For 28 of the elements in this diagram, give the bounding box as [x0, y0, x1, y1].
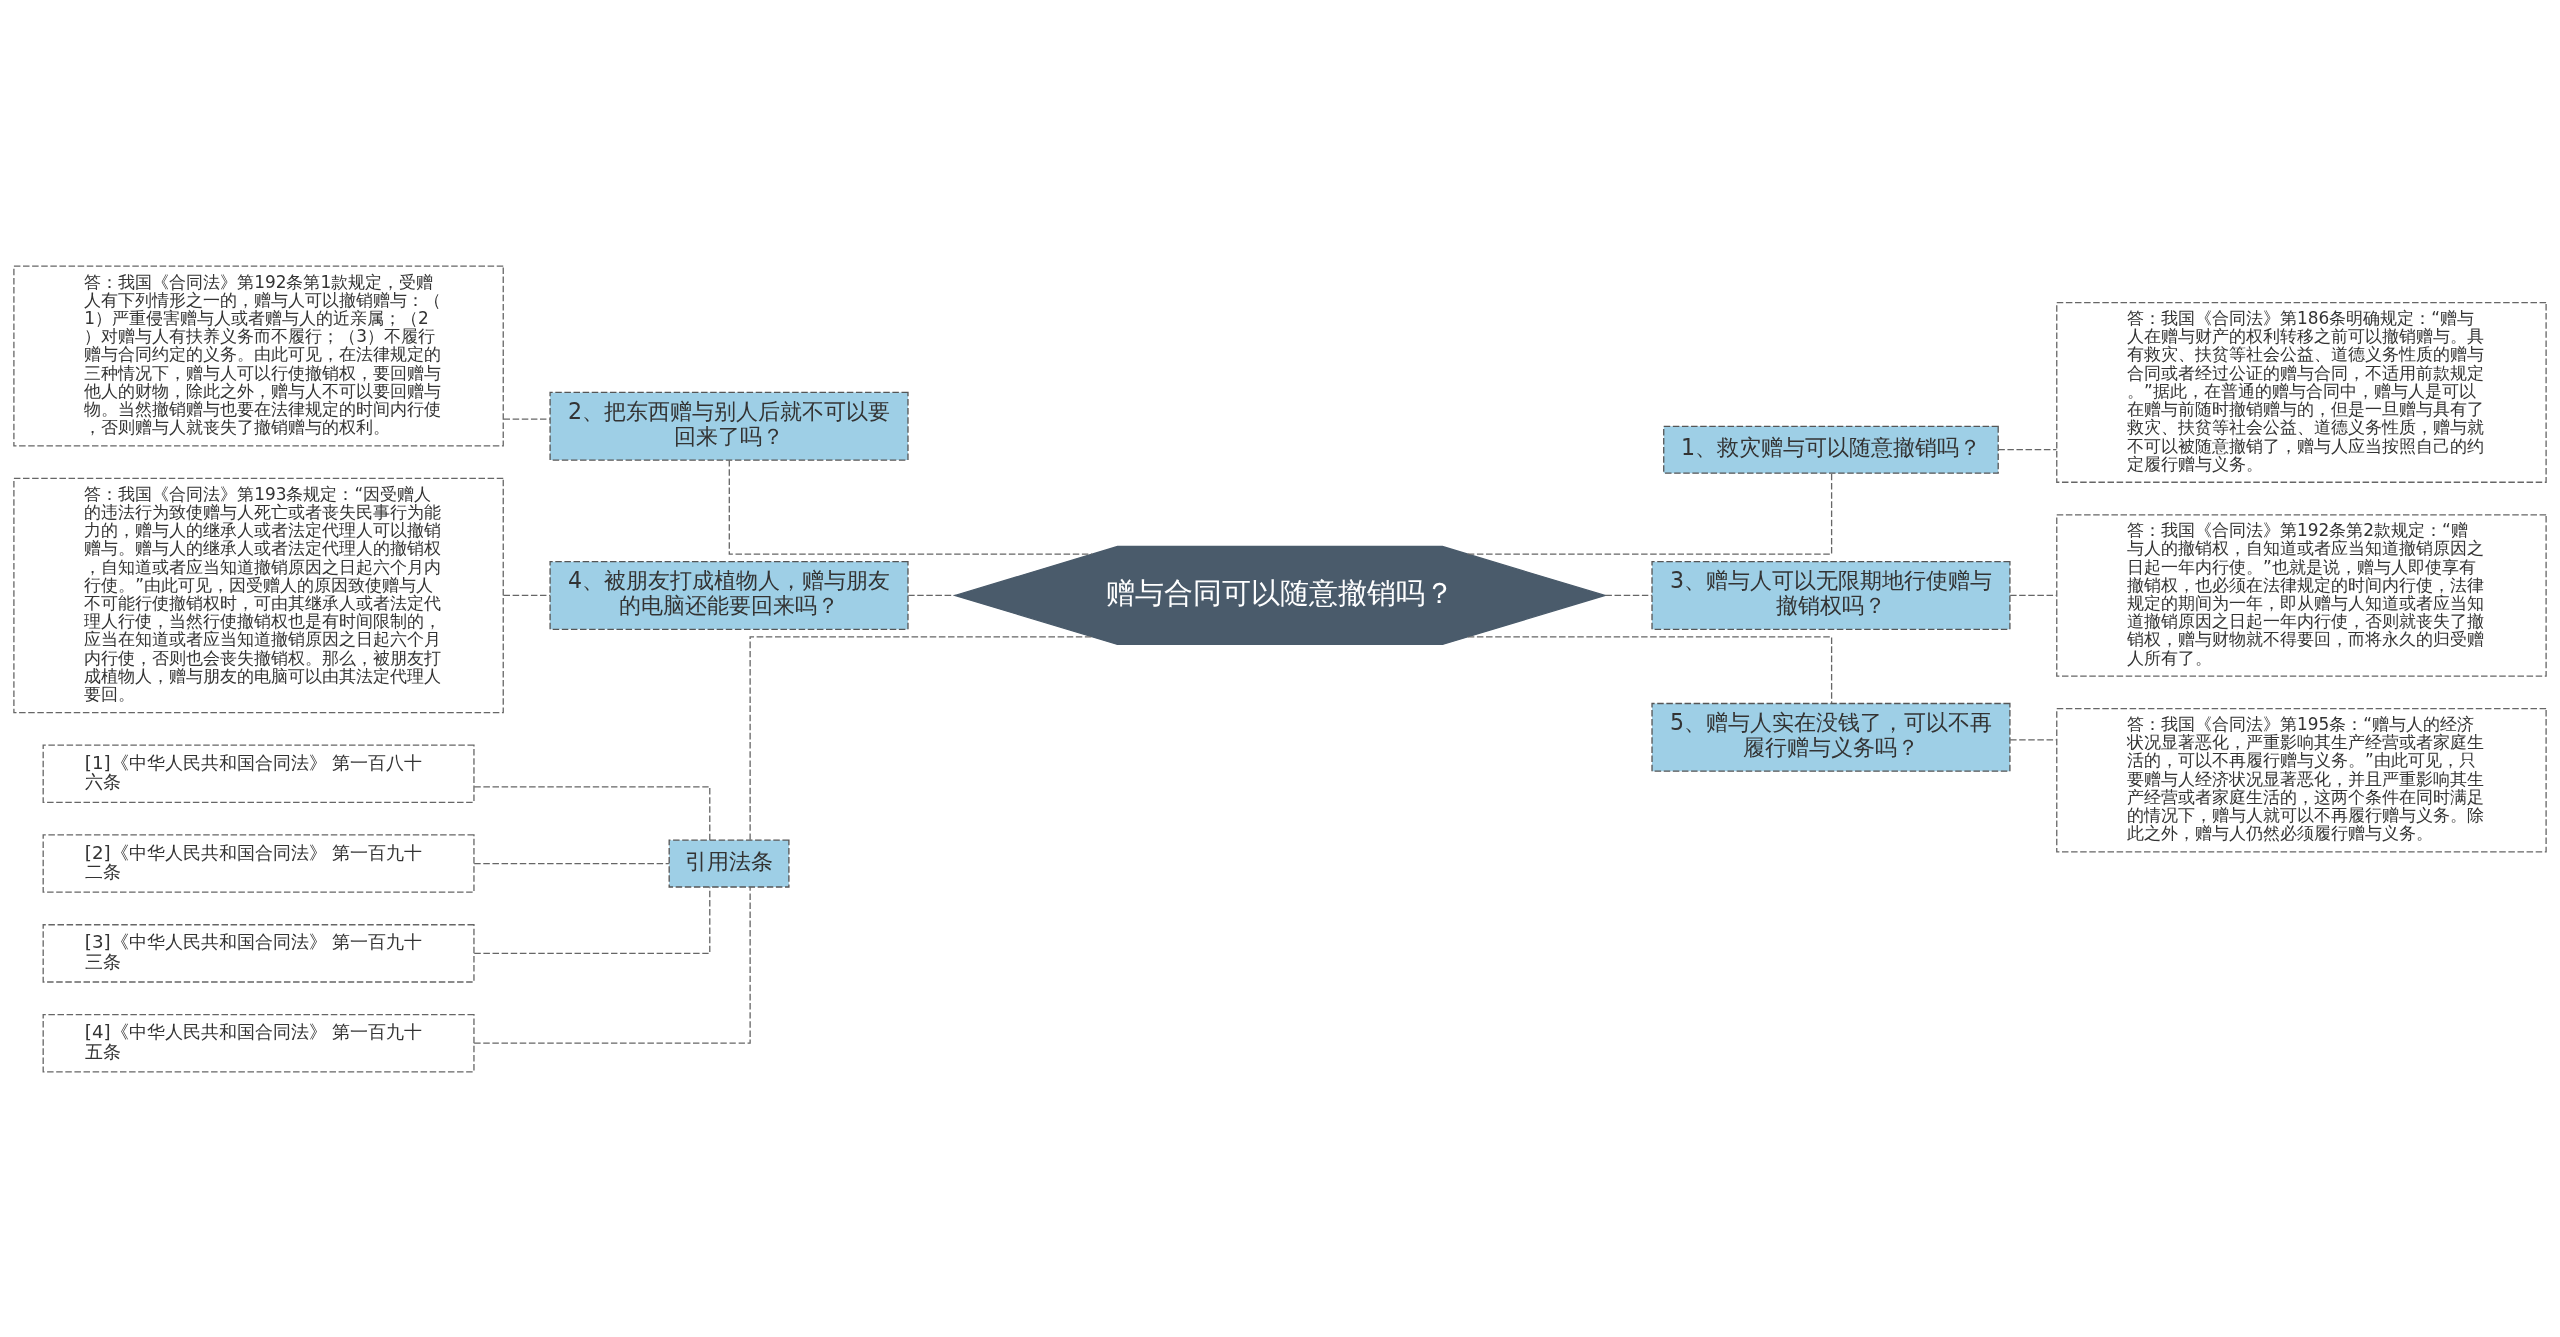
node-box: 4、被朋友打成植物人，赠与朋友的电脑还能要回来吗？	[549, 560, 909, 630]
connector	[1604, 594, 1653, 596]
connector	[473, 886, 711, 954]
node-box: 5、赠与人实在没钱了，可以不再履行赠与义务吗？	[1651, 702, 2011, 772]
node-box: 引用法条	[668, 839, 790, 888]
node-box: [4]《中华人民共和国合同法》 第一百九十五条	[42, 1013, 475, 1072]
connector	[749, 635, 1093, 840]
connector	[473, 885, 751, 1044]
node-box: [1]《中华人民共和国合同法》 第一百八十六条	[42, 744, 475, 803]
node-box: 答：我国《合同法》第192条第1款规定，受赠人有下列情形之一的，赠与人可以撤销赠与：（1）严重侵害赠与人或者赠与人的近亲属；（2）对赠与人有扶养义务而不履行；（3）不履行赠与合同约定的义务。由此可见，在法律规定的三种情况下，赠与人可以行使撤销权，要回赠与他人的财物，除此之外，赠与人不可以要回赠与物。当然撤销赠与也要在法律规定的时间内行使，否则赠与人就丧失了撤销赠与的权利。	[13, 265, 504, 446]
node-box: 答：我国《合同法》第193条规定：“因受赠人的违法行为致使赠与人死亡或者丧失民事行为能力的，赠与人的继承人或者法定代理人可以撤销赠与。赠与人的继承人或者法定代理人的撤销权，自知道或者应当知道撤销原因之日起六个月内行使。”由此可见，因受赠人的原因致使赠与人不可能行使撤销权时，可由其继承人或者法定代理人行使，当然行使撤销权也是有时间限制的，应当在知道或者应当知道撤销原因之日起六个月内行使，否则也会丧失撤销权。那么，被朋友打成植物人，赠与朋友的电脑可以由其法定代理人要回。	[13, 477, 504, 713]
connector	[502, 417, 551, 420]
connector	[473, 785, 711, 841]
connector	[1467, 635, 1833, 704]
connector	[1467, 472, 1833, 555]
connector	[907, 594, 956, 596]
connector	[1997, 448, 2058, 450]
node-box: 答：我国《合同法》第195条：“赠与人的经济状况显著恶化，严重影响其生产经营或者家庭生活的，可以不再履行赠与义务。”由此可见，只要赠与人经济状况显著恶化，并且严重影响其生产经营或者家庭生活的，这两个条件在同时满足的情况下，赠与人就可以不再履行赠与义务。除此之外，赠与人仍然必须履行赠与义务。	[2056, 707, 2547, 852]
node-box: 1、救灾赠与可以随意撤销吗？	[1663, 425, 1999, 474]
node-box: [2]《中华人民共和国合同法》 第一百九十二条	[42, 833, 475, 893]
node-box: 3、赠与人可以无限期地行使赠与撤销权吗？	[1651, 560, 2011, 630]
node-box: 2、把东西赠与别人后就不可以要回来了吗？	[549, 391, 909, 461]
node-box: 答：我国《合同法》第186条明确规定：“赠与人在赠与财产的权利转移之前可以撤销赠与。具有救灾、扶贫等社会公益、道德义务性质的赠与合同或者经过公证的赠与合同，不适用前款规定。”据此，在普通的赠与合同中，赠与人是可以在赠与前随时撤销赠与的，但是一旦赠与具有了救灾、扶贫等社会公益、道德义务性质，赠与就不可以被随意撤销了，赠与人应当按照自己的约定履行赠与义务。	[2056, 301, 2547, 483]
connector	[473, 862, 670, 864]
node-box: [3]《中华人民共和国合同法》 第一百九十三条	[42, 923, 475, 983]
connector	[502, 594, 551, 596]
node-box: 答：我国《合同法》第192条第2款规定：“赠与人的撤销权，自知道或者应当知道撤销原因之日起一年内行使。”也就是说，赠与人即使享有撤销权，也必须在法律规定的时间内行使，法律规定的期间为一年，即从赠与人知道或者应当知道撤销原因之日起一年内行使，否则就丧失了撤销权，赠与财物就不得要回，而将永久的归受赠人所有了。	[2056, 513, 2547, 677]
connector	[728, 459, 1093, 555]
